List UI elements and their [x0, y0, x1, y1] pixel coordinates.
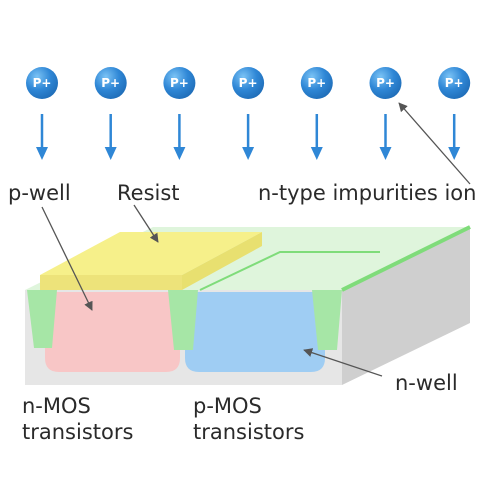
ion-label: P+: [33, 76, 52, 90]
p-mos-label-line2: transistors: [193, 420, 305, 444]
ion-circle: [232, 67, 265, 99]
ion-arrow-head: [379, 147, 392, 160]
ion-label: P+: [376, 76, 395, 90]
resist-side-face: [182, 232, 262, 290]
ion-circle: [300, 67, 333, 99]
resist-layer: [40, 232, 262, 290]
ion-label: P+: [445, 76, 464, 90]
substrate-side-face: [342, 227, 470, 385]
ion-arrow-head: [448, 147, 461, 160]
ion-label: P+: [170, 76, 189, 90]
ion-arrow-head: [36, 147, 48, 160]
p-well-region: [45, 292, 180, 372]
ion-circle: [369, 67, 402, 99]
n-mos-label-line2: transistors: [22, 420, 134, 444]
resist-label: Resist: [117, 181, 180, 205]
n-mos-label-line1: n-MOS: [22, 394, 91, 418]
ion: P+: [232, 67, 265, 160]
p-well-pointer: [41, 206, 93, 311]
isolation-block-right: [312, 290, 342, 350]
isolation-block-middle: [168, 290, 198, 350]
substrate-top-edge: [341, 225, 471, 292]
ion-arrow-head: [104, 147, 117, 160]
ion-label: P+: [101, 76, 120, 90]
ion: P+: [300, 67, 333, 160]
ion-circle: [438, 67, 471, 99]
ion-arrow-head: [242, 147, 255, 160]
n-well-label: n-well: [395, 371, 458, 395]
resist-front-face: [40, 275, 182, 290]
ion: P+: [438, 67, 471, 160]
ion-circle: [94, 67, 127, 99]
ion-circle: [163, 67, 196, 99]
n-well-region: [185, 292, 325, 372]
p-well-label: p-well: [8, 181, 71, 205]
well-boundary-line: [199, 251, 380, 291]
n-well-pointer: [303, 348, 383, 377]
ion-row: P+ P+ P+ P+ P+ P+ P+: [26, 67, 471, 160]
ion-label: P+: [307, 76, 326, 90]
resist-top-face: [40, 232, 262, 275]
ion-arrow-head: [173, 147, 186, 160]
ion-arrow-head: [310, 147, 323, 160]
ion-pointer: [398, 102, 471, 185]
ion: P+: [26, 67, 58, 160]
isolation-block-left: [27, 290, 57, 348]
ion: P+: [94, 67, 127, 160]
resist-pointer: [133, 204, 159, 243]
ion: P+: [369, 67, 402, 160]
ion: P+: [163, 67, 196, 160]
ion-label: P+: [239, 76, 258, 90]
n-type-impurities-ion-label: n-type impurities ion: [258, 181, 477, 205]
ion-circle: [26, 67, 58, 99]
p-mos-label-line1: p-MOS: [193, 394, 262, 418]
